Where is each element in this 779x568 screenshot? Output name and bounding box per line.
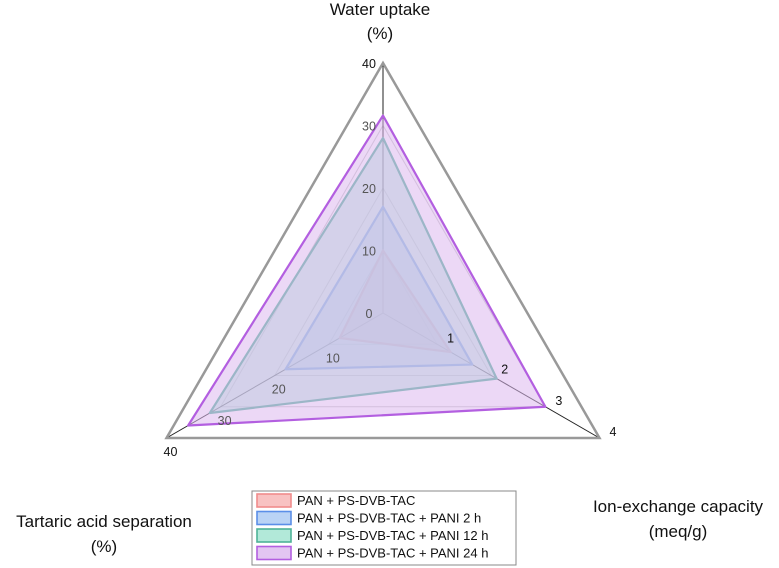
legend-frame xyxy=(251,490,517,566)
tick-label-tartaric-40: 40 xyxy=(164,445,178,459)
axis-titles: Water uptake (%) Ion-exchange capacity (meq… xyxy=(16,0,763,556)
legend-label-3: PAN + PS-DVB-TAC + PANI 12 h xyxy=(297,528,488,543)
tick-label-water-10: 10 xyxy=(362,245,376,259)
tick-label-iec-3: 3 xyxy=(555,394,562,408)
axis-title-tartaric: Tartaric acid separation xyxy=(16,512,192,531)
legend: PAN + PS-DVB-TAC PAN + PS-DVB-TAC + PANI … xyxy=(251,490,517,566)
legend-swatch-4 xyxy=(256,545,292,561)
tick-label-iec-4: 4 xyxy=(610,425,617,439)
legend-label-1: PAN + PS-DVB-TAC xyxy=(297,493,415,508)
tick-label-tartaric-30: 30 xyxy=(218,414,232,428)
tick-label-water-30: 30 xyxy=(362,120,376,134)
tick-label-water-20: 20 xyxy=(362,182,376,196)
tick-label-iec-2: 2 xyxy=(501,363,508,377)
tick-label-water-0: 0 xyxy=(366,307,373,321)
axis-title-water: Water uptake xyxy=(330,0,430,19)
outer-frame xyxy=(164,60,602,440)
legend-label-2: PAN + PS-DVB-TAC + PANI 2 h xyxy=(297,511,481,526)
tick-label-water-40: 40 xyxy=(362,57,376,71)
axis-title-iec: Ion-exchange capacity xyxy=(593,497,764,516)
legend-swatch-3 xyxy=(256,528,292,543)
legend-swatch-2 xyxy=(256,510,292,526)
tick-label-iec-1: 1 xyxy=(447,331,454,345)
radar-series xyxy=(187,114,547,427)
series-polygon-4 xyxy=(187,114,547,427)
legend-swatch-1 xyxy=(256,493,292,508)
axis-title-water-unit: (%) xyxy=(367,24,393,43)
axis-title-iec-unit: (meq/g) xyxy=(649,522,708,541)
tick-label-tartaric-10: 10 xyxy=(326,351,340,365)
axis-title-tartaric-unit: (%) xyxy=(91,537,117,556)
axis-ticks: 0 10 20 30 40 1 2 3 4 10 20 30 40 xyxy=(164,57,617,459)
tick-label-tartaric-20: 20 xyxy=(272,383,286,397)
legend-label-4: PAN + PS-DVB-TAC + PANI 24 h xyxy=(297,546,488,561)
